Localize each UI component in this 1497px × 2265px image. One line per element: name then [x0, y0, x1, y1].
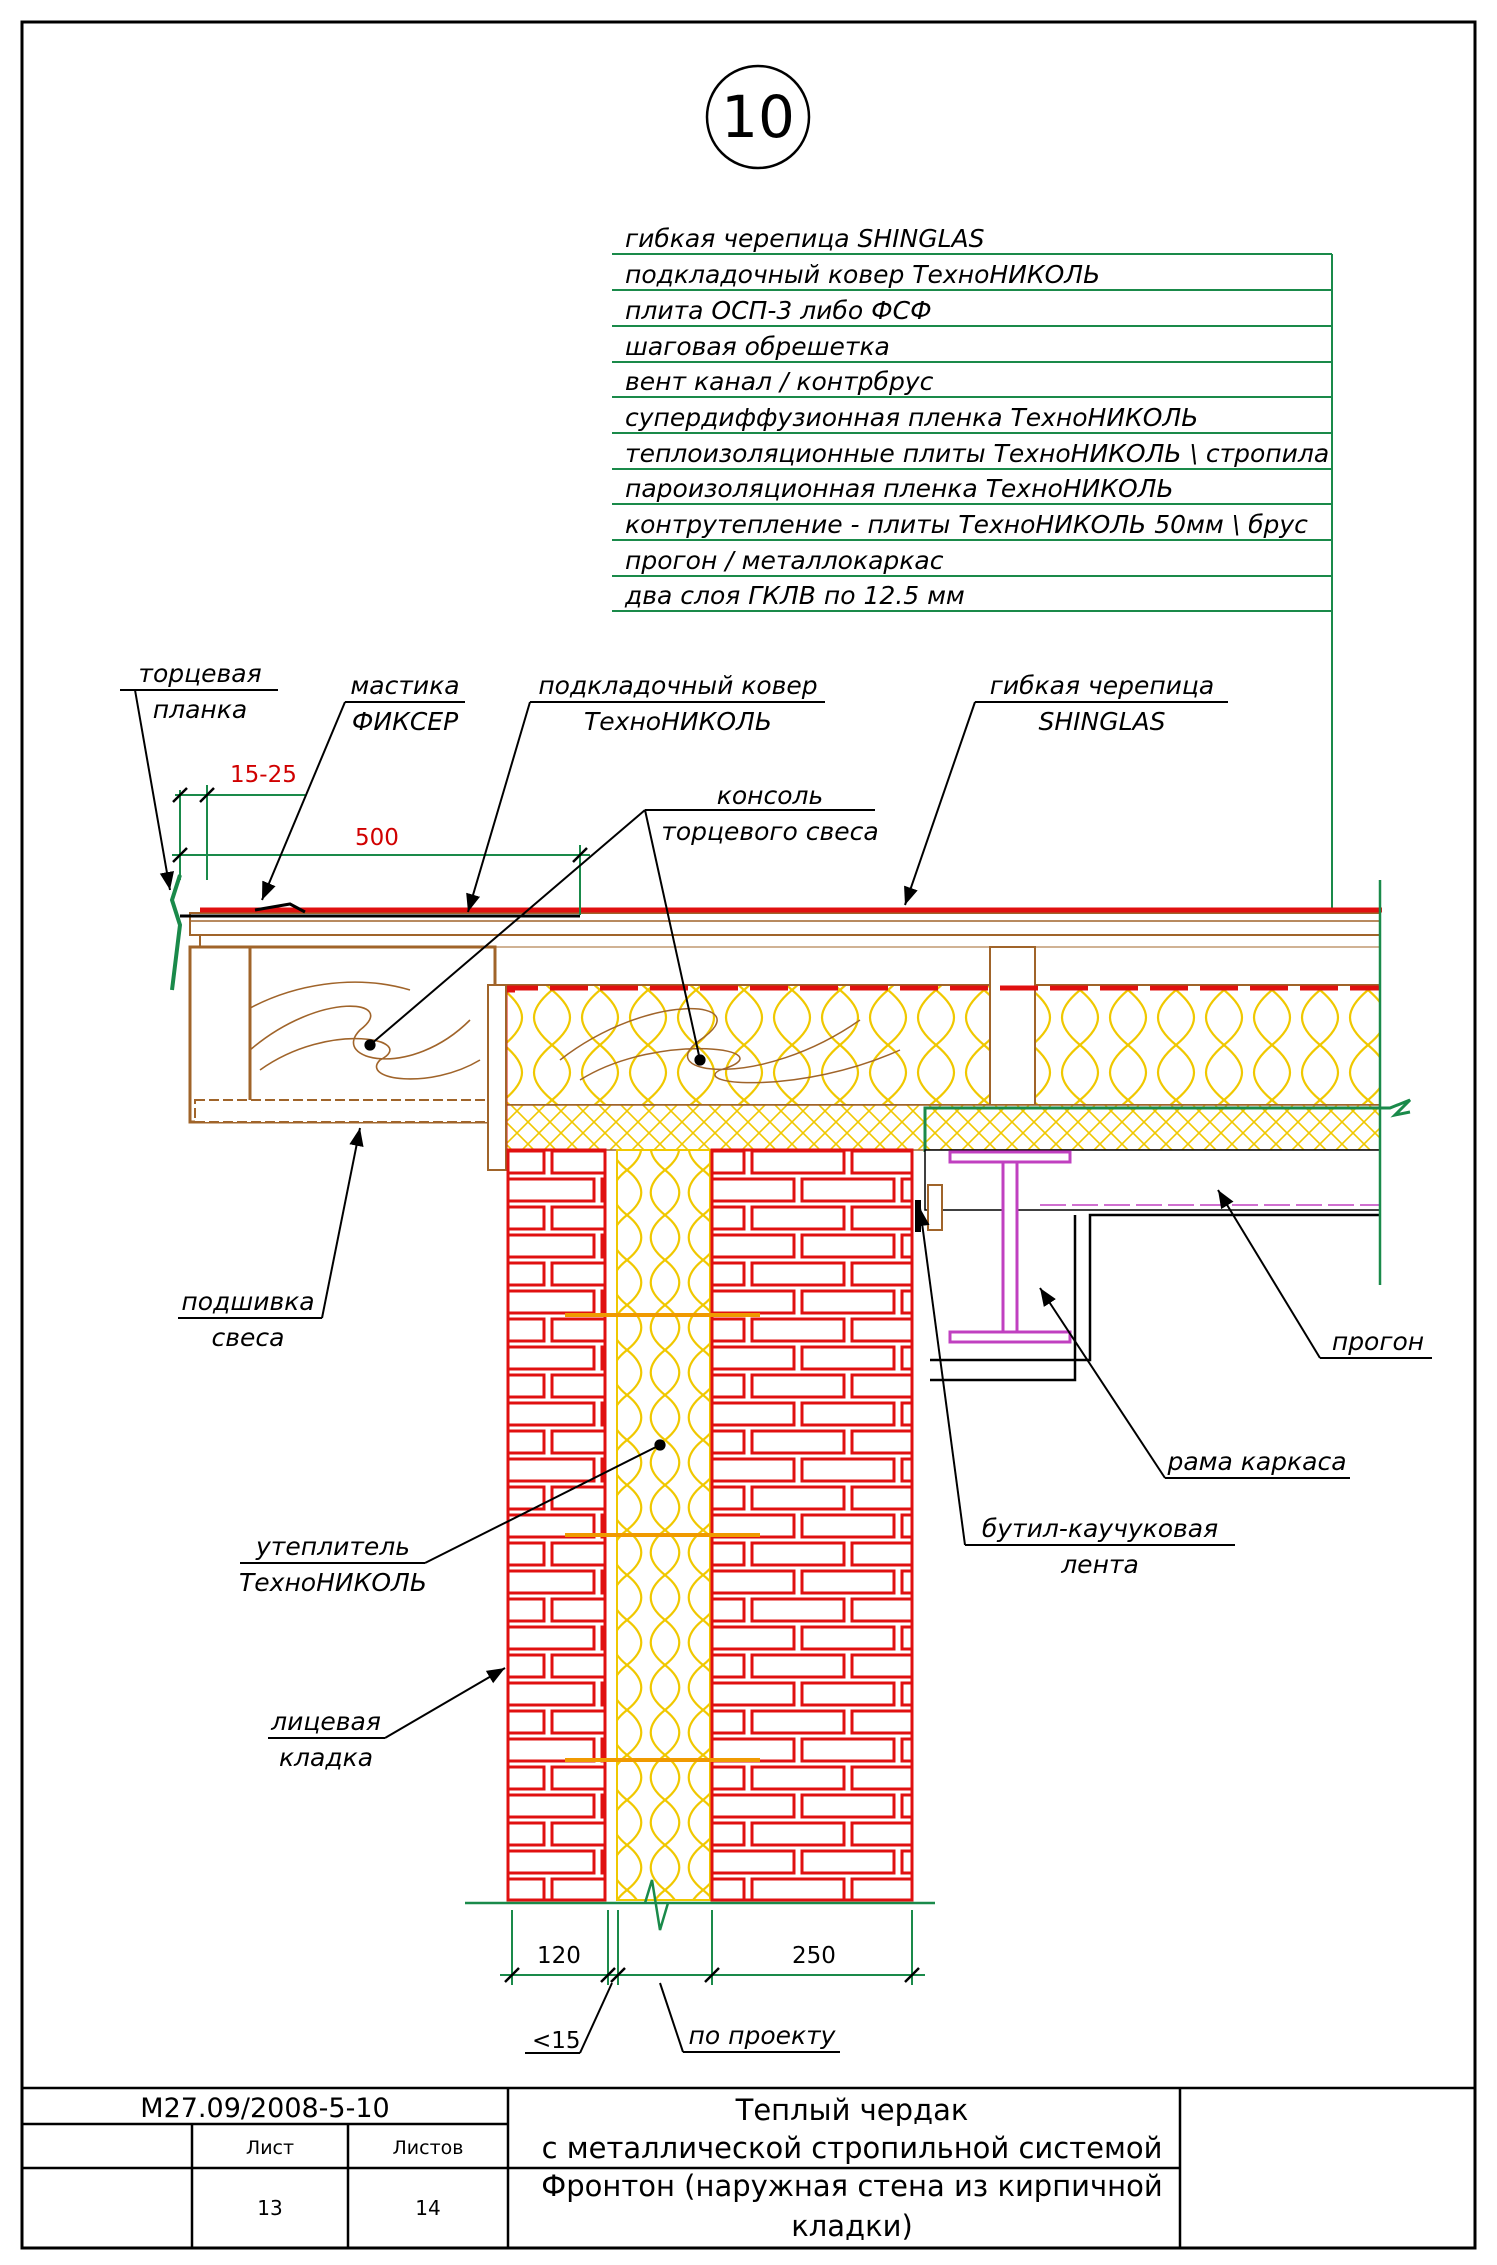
rafter-wood-grain — [559, 1008, 901, 1084]
purlin-block — [927, 1184, 943, 1231]
legend-layer-2: подкладочный ковер ТехноНИКОЛЬ — [625, 260, 1100, 289]
callout-butyl-tape-1: бутил-каучуковая — [982, 1514, 1218, 1543]
vapour-barrier — [923, 1098, 1412, 1152]
subtitle-line-1: Фронтон (наружная стена из кирпичной — [541, 2169, 1162, 2203]
dim-inner-thickness: 250 — [792, 1943, 836, 1969]
callout-facing-masonry-2: кладка — [279, 1743, 373, 1772]
title-block-code: М27.09/2008-5-10 — [140, 2093, 389, 2124]
dim-gap: <15 — [532, 2028, 581, 2054]
callout-underlay-1: подкладочный ковер — [538, 671, 817, 700]
layers-legend: гибкая черепица SHINGLAS подкладочный ко… — [612, 224, 1333, 1210]
dim-facing-thickness: 120 — [537, 1943, 581, 1969]
callout-mastic-2: ФИКСЕР — [352, 707, 459, 736]
dimensions — [172, 785, 925, 1985]
dimension-ticks — [172, 787, 920, 1983]
soffit-board — [194, 1099, 491, 1123]
callout-console-2: торцевого свеса — [661, 817, 878, 846]
callout-insulation-2: ТехноНИКОЛЬ — [239, 1568, 427, 1597]
dim-overlap: 15-25 — [230, 762, 297, 788]
subtitle-line-2: кладки) — [791, 2209, 913, 2243]
rafter-block — [989, 946, 1036, 1106]
dim-gap-leader — [579, 1982, 613, 2054]
callout-soffit-2: свеса — [212, 1323, 285, 1352]
callout-underlay-2: ТехноНИКОЛЬ — [584, 707, 772, 736]
callout-facing-masonry-1: лицевая — [270, 1707, 381, 1736]
end-block — [188, 945, 252, 1124]
dim-strip: 500 — [355, 825, 399, 851]
title-line-2: с металлической стропильной системой — [542, 2131, 1163, 2165]
legend-layer-8: пароизоляционная пленка ТехноНИКОЛЬ — [625, 474, 1174, 503]
callout-soffit-1: подшивка — [181, 1287, 314, 1316]
insulation-break — [643, 1879, 670, 1931]
callout-frame: рама каркаса — [1166, 1447, 1346, 1476]
sheet-frame — [20, 20, 1477, 2250]
masonry-wall — [465, 1148, 935, 1931]
roof-section — [169, 874, 1412, 1382]
callout-butyl-tape-2: лента — [1060, 1550, 1139, 1579]
legend-leader-lines — [612, 253, 1333, 1210]
callout-leaders — [120, 689, 1432, 2053]
legend-layer-4: шаговая обрешетка — [625, 332, 890, 361]
callout-shingles-1: гибкая черепица — [990, 671, 1215, 700]
title-block-sheet: 13 — [257, 2196, 282, 2220]
detail-number-badge: 10 — [705, 64, 811, 170]
counter-insulation — [499, 1104, 1381, 1151]
wall-insulation — [616, 1149, 711, 1901]
end-plank — [169, 874, 183, 991]
legend-layer-1: гибкая черепица SHINGLAS — [625, 224, 985, 253]
callout-end-plank-1: торцевая — [138, 659, 261, 688]
title-block-sheets-label: Листов — [393, 2137, 464, 2159]
title-block-sheets: 14 — [415, 2196, 440, 2220]
detail-number: 10 — [721, 83, 795, 151]
legend-layer-3: плита ОСП-3 либо ФСФ — [625, 296, 932, 325]
rafter-insulation — [499, 984, 1381, 1106]
title-block-sheet-label: Лист — [246, 2137, 294, 2159]
steel-i-beam — [948, 1150, 1072, 1344]
callout-mastic-1: мастика — [350, 671, 459, 700]
callout-end-plank-2: планка — [153, 695, 247, 724]
callout-shingles-2: SHINGLAS — [1038, 707, 1165, 736]
title-block: М27.09/2008-5-10 Лист Листов 13 14 Теплы… — [22, 2086, 1475, 2248]
facing-masonry — [506, 1148, 607, 1902]
frame-profile — [930, 1213, 1380, 1382]
fascia-board — [487, 984, 507, 1171]
legend-layer-10: прогон / металлокаркас — [625, 546, 944, 575]
legend-layer-5: вент канал / контрбрус — [625, 367, 934, 396]
callout-purlin: прогон — [1332, 1327, 1424, 1356]
legend-layer-9: контрутепление - плиты ТехноНИКОЛЬ 50мм … — [625, 510, 1308, 539]
title-line-1: Теплый чердак — [735, 2093, 969, 2127]
wood-grain — [229, 981, 481, 1080]
callout-insulation-1: утеплитель — [255, 1532, 410, 1561]
legend-layer-6: супердиффузионная пленка ТехноНИКОЛЬ — [625, 403, 1198, 432]
inner-masonry — [710, 1148, 914, 1902]
legend-layer-7: теплоизоляционные плиты ТехноНИКОЛЬ \ ст… — [625, 439, 1329, 468]
mastic-bead — [254, 902, 306, 914]
callout-console-1: консоль — [717, 781, 824, 810]
legend-layer-11: два слоя ГКЛВ по 12.5 мм — [624, 581, 965, 610]
callout-by-project: по проекту — [689, 2021, 837, 2050]
wall-ties — [565, 1313, 760, 1762]
